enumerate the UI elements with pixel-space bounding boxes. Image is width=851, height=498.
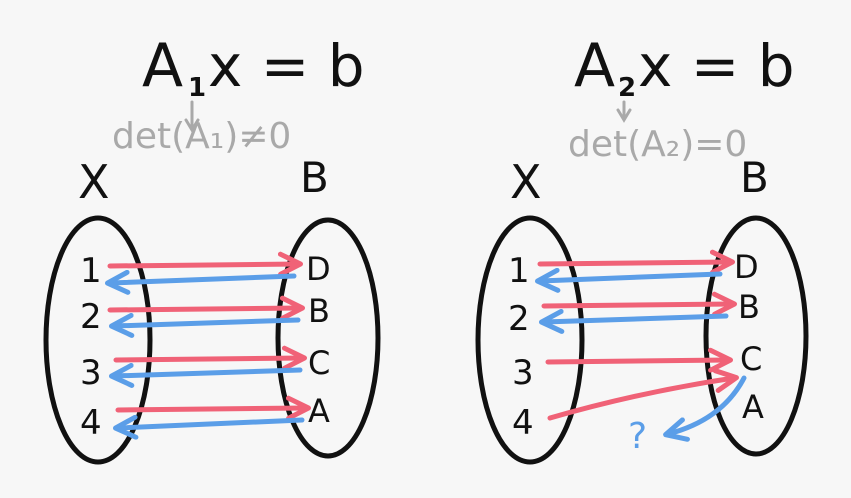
left-equation-rest: x = b <box>208 32 365 100</box>
left-forward-arrow-3 <box>113 345 307 371</box>
right-codomain-set <box>703 215 809 457</box>
right-domain-set <box>475 215 585 465</box>
right-panel: A 2 x = b det(A₂)=0 X B 1 2 3 4 D B C A <box>475 31 809 465</box>
left-domain-set <box>43 215 153 465</box>
left-codomain-label: B <box>300 153 329 202</box>
right-forward-arrow-4 <box>547 368 739 421</box>
left-forward-arrows <box>107 251 311 421</box>
right-pointer-arrow <box>616 100 632 123</box>
right-backward-arrows <box>535 267 747 442</box>
left-forward-arrow-4 <box>115 395 311 421</box>
right-domain-item-2: 2 <box>508 299 530 339</box>
left-backward-arrow-2 <box>109 312 301 338</box>
left-backward-arrows <box>105 269 305 440</box>
left-equation-subscript: 1 <box>188 73 206 103</box>
left-domain-label: X <box>78 155 110 209</box>
right-domain-item-3: 3 <box>512 353 534 393</box>
left-pointer-arrow <box>184 100 200 133</box>
left-forward-arrow-2 <box>107 295 305 321</box>
right-forward-arrow-1 <box>537 249 735 275</box>
right-codomain-item-c: C <box>740 340 762 378</box>
left-backward-arrow-1 <box>105 269 297 295</box>
left-panel: A 1 x = b det(A₁)≠0 X B 1 2 3 4 D B C A <box>43 31 381 465</box>
left-codomain-item-d: D <box>306 250 331 288</box>
right-forward-arrows <box>537 249 739 421</box>
right-codomain-item-a: A <box>742 388 764 426</box>
right-codomain-label: B <box>740 153 769 202</box>
right-equation-rest: x = b <box>638 32 795 100</box>
left-domain-item-2: 2 <box>80 297 102 337</box>
left-backward-arrow-4 <box>113 414 305 440</box>
right-determinant-note: det(A₂)=0 <box>568 124 747 165</box>
left-backward-arrow-3 <box>109 362 303 388</box>
left-equation: A 1 x = b <box>142 31 365 103</box>
right-domain-item-4: 4 <box>512 403 534 443</box>
right-codomain-item-b: B <box>738 288 760 326</box>
left-equation-matrix: A <box>142 31 183 101</box>
left-codomain-set <box>275 217 381 459</box>
right-domain-item-1: 1 <box>508 251 530 291</box>
left-domain-item-4: 4 <box>80 403 102 443</box>
right-equation: A 2 x = b <box>574 31 795 103</box>
right-backward-arrow-ambiguous <box>663 375 747 442</box>
right-forward-arrow-3 <box>545 347 733 373</box>
right-question-mark: ? <box>628 416 647 457</box>
left-domain-item-3: 3 <box>80 353 102 393</box>
right-equation-subscript: 2 <box>618 73 636 103</box>
right-equation-matrix: A <box>574 31 615 101</box>
left-determinant-note: det(A₁)≠0 <box>112 116 291 157</box>
left-codomain-item-a: A <box>308 392 330 430</box>
right-backward-arrow-2 <box>539 308 729 334</box>
left-forward-arrow-1 <box>107 251 303 277</box>
right-codomain-item-d: D <box>734 248 759 286</box>
left-domain-item-1: 1 <box>80 251 102 291</box>
right-domain-label: X <box>510 155 542 209</box>
right-backward-arrow-1 <box>535 267 723 293</box>
right-forward-arrow-2 <box>541 291 737 317</box>
left-codomain-item-c: C <box>308 344 330 382</box>
left-codomain-item-b: B <box>308 292 330 330</box>
